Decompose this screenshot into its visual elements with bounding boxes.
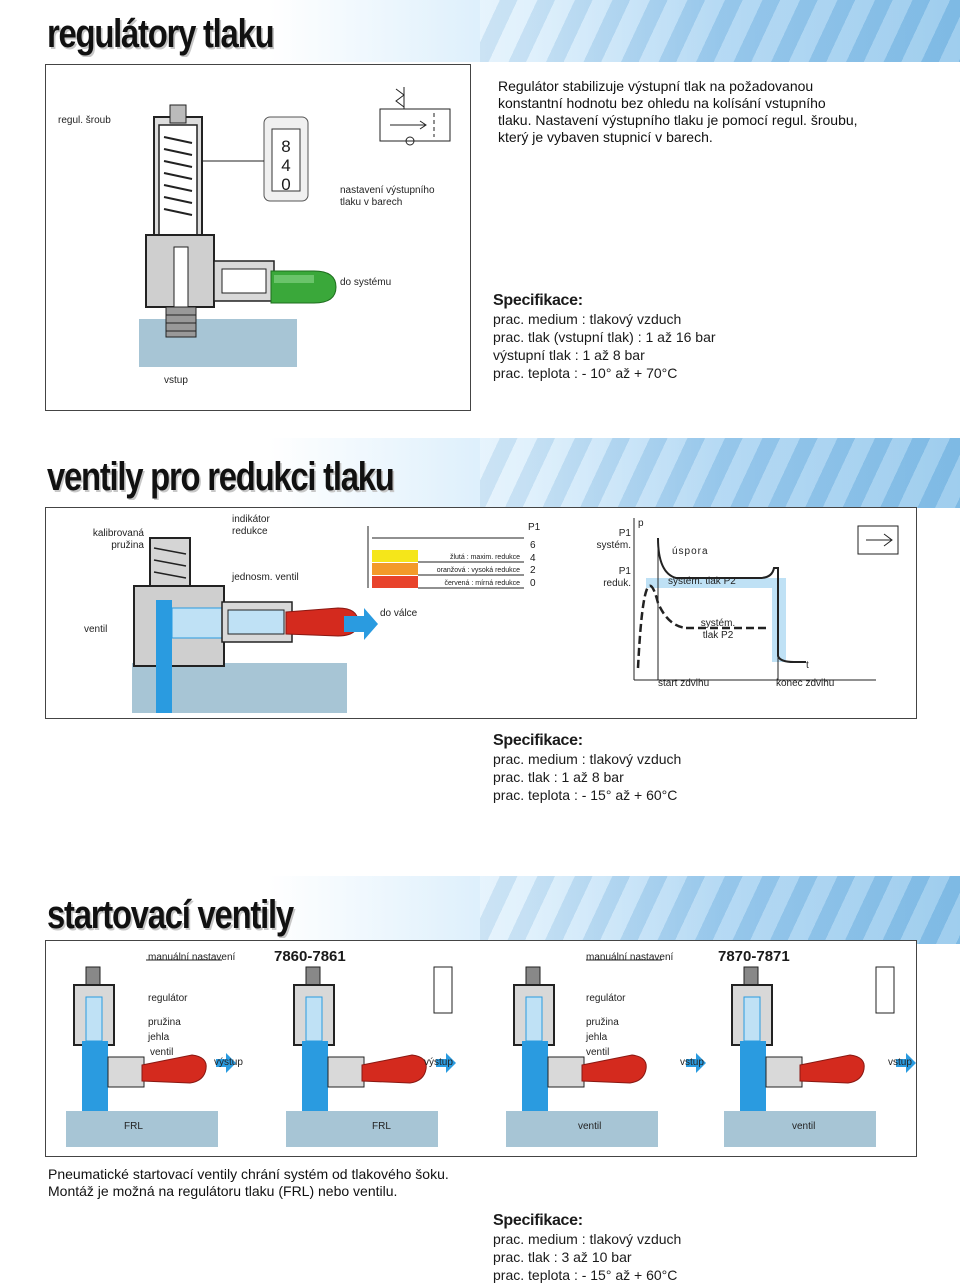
p1-reduced-label: P1 reduk. bbox=[603, 566, 631, 589]
section1-banner bbox=[0, 0, 960, 62]
base-4 bbox=[724, 1111, 876, 1147]
base-3 bbox=[506, 1111, 658, 1147]
reduction-figure: kalibrovaná pružina indikátor redukce je… bbox=[45, 507, 917, 719]
screw-label: regul. šroub bbox=[58, 115, 111, 126]
left-valve-label: ventil bbox=[150, 1047, 174, 1058]
start-valves-figure: manuální nastavení 7860-7861 regulátor p… bbox=[45, 940, 917, 1157]
section3-title: startovací ventily bbox=[47, 893, 294, 937]
start-valves-drawing bbox=[73, 959, 916, 1112]
spec-title: Specifikace: bbox=[493, 732, 583, 749]
section3-banner bbox=[0, 876, 960, 944]
stroke-end-label: konec zdvihu bbox=[776, 678, 835, 689]
left-needle-label: jehla bbox=[148, 1032, 170, 1043]
system-p2-label-b: systém. tlak P2 bbox=[700, 618, 736, 641]
reduction-drawing bbox=[133, 518, 899, 713]
spec-line: prac. teplota : - 15° až + 60°C bbox=[493, 787, 678, 803]
valve-label: ventil bbox=[84, 624, 108, 635]
left-regulator-label: regulátor bbox=[148, 993, 188, 1004]
indicator-scale: 6 4 2 0 bbox=[530, 540, 536, 590]
left-code: 7860-7861 bbox=[274, 948, 346, 965]
color-legend: žlutá : maxim. redukce oranžová : vysoká… bbox=[422, 551, 520, 590]
check-valve-label: jednosm. ventil bbox=[232, 572, 299, 583]
dial-8: 8 bbox=[281, 137, 291, 156]
spec-line: prac. teplota : - 15° až + 60°C bbox=[493, 1267, 678, 1283]
right-needle-label: jehla bbox=[586, 1032, 608, 1043]
spring-label: kalibrovaná pružina bbox=[92, 528, 144, 551]
legend-orange: oranžová : vysoká redukce bbox=[436, 567, 520, 574]
pressure-dial: 8 4 0 bbox=[272, 137, 300, 194]
right-base-a: ventil bbox=[578, 1121, 602, 1132]
regulator-spec: Specifikace: prac. medium : tlakový vzdu… bbox=[493, 292, 716, 382]
left-out-b: výstup bbox=[424, 1057, 453, 1068]
section1-title: regulátory tlaku bbox=[47, 12, 275, 56]
right-regulator-label: regulátor bbox=[586, 993, 626, 1004]
left-manual-label: manuální nastavení bbox=[148, 952, 236, 963]
left-spring-label: pružina bbox=[148, 1017, 181, 1028]
spec-line: prac. tlak : 3 až 10 bar bbox=[493, 1249, 632, 1265]
scale-4: 4 bbox=[530, 552, 536, 564]
left-base-b: FRL bbox=[372, 1121, 391, 1132]
spec-line: prac. medium : tlakový vzduch bbox=[493, 311, 682, 327]
start-valves-spec: Specifikace: prac. medium : tlakový vzdu… bbox=[493, 1212, 681, 1284]
to-cylinder-label: do válce bbox=[380, 608, 418, 619]
p1-label: P1 bbox=[528, 522, 541, 533]
start-valves-description: Pneumatické startovací ventily chrání sy… bbox=[48, 1166, 449, 1199]
right-code: 7870-7871 bbox=[718, 948, 790, 965]
saving-label: úspora bbox=[672, 546, 709, 557]
regulator-description: Regulátor stabilizuje výstupní tlak na p… bbox=[498, 78, 858, 145]
spec-line: prac. tlak : 1 až 8 bar bbox=[493, 769, 624, 785]
left-base-a: FRL bbox=[124, 1121, 143, 1132]
scale-0: 0 bbox=[530, 577, 536, 589]
right-in-b: vstup bbox=[888, 1057, 912, 1068]
regulator-figure: regul. šroub 8 4 0 nastavení výstupního … bbox=[45, 64, 471, 411]
regulator-drawing bbox=[145, 87, 451, 338]
right-base-b: ventil bbox=[792, 1121, 816, 1132]
section2-banner bbox=[0, 438, 960, 508]
to-system-label: do systému bbox=[340, 277, 392, 288]
left-out-a: výstup bbox=[214, 1057, 243, 1068]
spec-title: Specifikace: bbox=[493, 1212, 583, 1229]
legend-yellow: žlutá : maxim. redukce bbox=[449, 554, 520, 561]
spec-line: výstupní tlak : 1 až 8 bar bbox=[493, 347, 645, 363]
indicator-label: indikátor redukce bbox=[232, 514, 270, 537]
reduction-spec: Specifikace: prac. medium : tlakový vzdu… bbox=[493, 732, 681, 804]
spec-line: prac. teplota : - 10° až + 70°C bbox=[493, 365, 678, 381]
base-1 bbox=[66, 1111, 218, 1147]
p1-system-label: P1 systém. bbox=[596, 528, 631, 551]
dial-0: 0 bbox=[281, 175, 291, 194]
spec-title: Specifikace: bbox=[493, 292, 583, 309]
right-valve-label: ventil bbox=[586, 1047, 610, 1058]
stroke-start-label: start zdvihu bbox=[658, 678, 710, 689]
section2-title: ventily pro redukci tlaku bbox=[47, 455, 395, 499]
scale-6: 6 bbox=[530, 540, 536, 551]
p-axis-label: p bbox=[638, 518, 644, 529]
regulator-base bbox=[139, 319, 297, 367]
right-spring-label: pružina bbox=[586, 1017, 619, 1028]
scale-2: 2 bbox=[530, 565, 536, 576]
spec-line: prac. medium : tlakový vzduch bbox=[493, 1231, 682, 1247]
spec-line: prac. medium : tlakový vzduch bbox=[493, 751, 682, 767]
dial-4: 4 bbox=[281, 156, 291, 175]
setting-label: nastavení výstupního tlaku v barech bbox=[340, 185, 435, 208]
right-in-a: vstup bbox=[680, 1057, 704, 1068]
base-2 bbox=[286, 1111, 438, 1147]
system-p2-label: systém. tlak P2 bbox=[668, 576, 736, 587]
legend-red: červená : mírná redukce bbox=[444, 580, 520, 587]
input-label: vstup bbox=[164, 375, 188, 386]
t-axis-label: t bbox=[806, 660, 809, 671]
right-manual-label: manuální nastavení bbox=[586, 952, 674, 963]
spec-line: prac. tlak (vstupní tlak) : 1 až 16 bar bbox=[493, 329, 716, 345]
